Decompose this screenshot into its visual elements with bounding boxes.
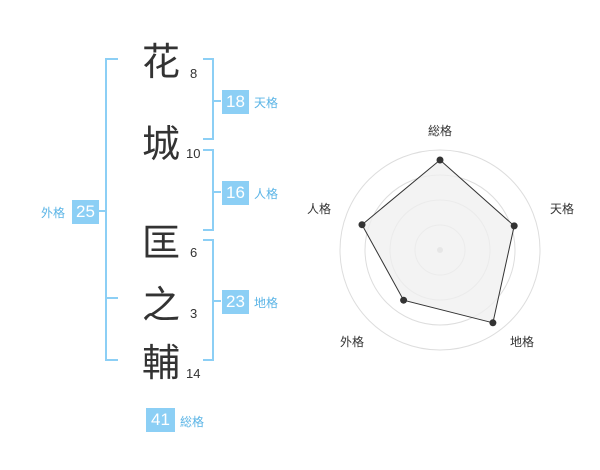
radar-point-5: [358, 221, 366, 229]
radar-label-tenkaku: 天格: [550, 202, 575, 216]
jinkaku-value-badge: 16: [222, 181, 249, 205]
gaikaku-value-badge: 25: [72, 200, 99, 224]
name-char-1: 花: [141, 40, 180, 84]
radar-label-soukaku: 総格: [428, 124, 453, 138]
jinkaku-label: 人格: [254, 187, 279, 201]
radar-series-polygon: [361, 159, 515, 324]
stroke-count-3: 6: [190, 245, 198, 260]
radar-point-1: [436, 156, 444, 164]
tenkaku-label: 天格: [254, 96, 279, 110]
soukaku-value-badge: 41: [146, 408, 175, 432]
radar-label-gaikaku: 外格: [340, 335, 365, 349]
tenkaku-bracket: [203, 58, 214, 140]
gaikaku-label: 外格: [41, 206, 66, 220]
radar-point-2: [510, 222, 518, 230]
chikaku-label: 地格: [254, 296, 279, 310]
radar-label-jinkaku: 人格: [307, 202, 332, 216]
stroke-count-2: 10: [186, 146, 201, 161]
stroke-count-5: 14: [186, 366, 201, 381]
name-char-5: 輔: [141, 341, 180, 385]
name-char-3: 匡: [141, 221, 180, 265]
radar-label-chikaku: 地格: [510, 335, 535, 349]
gaikaku-bracket: [105, 58, 118, 361]
jinkaku-bracket: [203, 149, 214, 231]
radar-grid-ring: [339, 149, 541, 351]
chikaku-value-badge: 23: [222, 290, 249, 314]
stroke-count-4: 3: [190, 306, 198, 321]
stroke-count-1: 8: [190, 66, 198, 81]
name-char-2: 城: [141, 122, 180, 166]
radar-point-3: [489, 319, 497, 327]
soukaku-label: 総格: [180, 415, 205, 429]
tenkaku-value-badge: 18: [222, 90, 249, 114]
name-char-4: 之: [141, 283, 180, 327]
radar-point-4: [400, 296, 408, 304]
